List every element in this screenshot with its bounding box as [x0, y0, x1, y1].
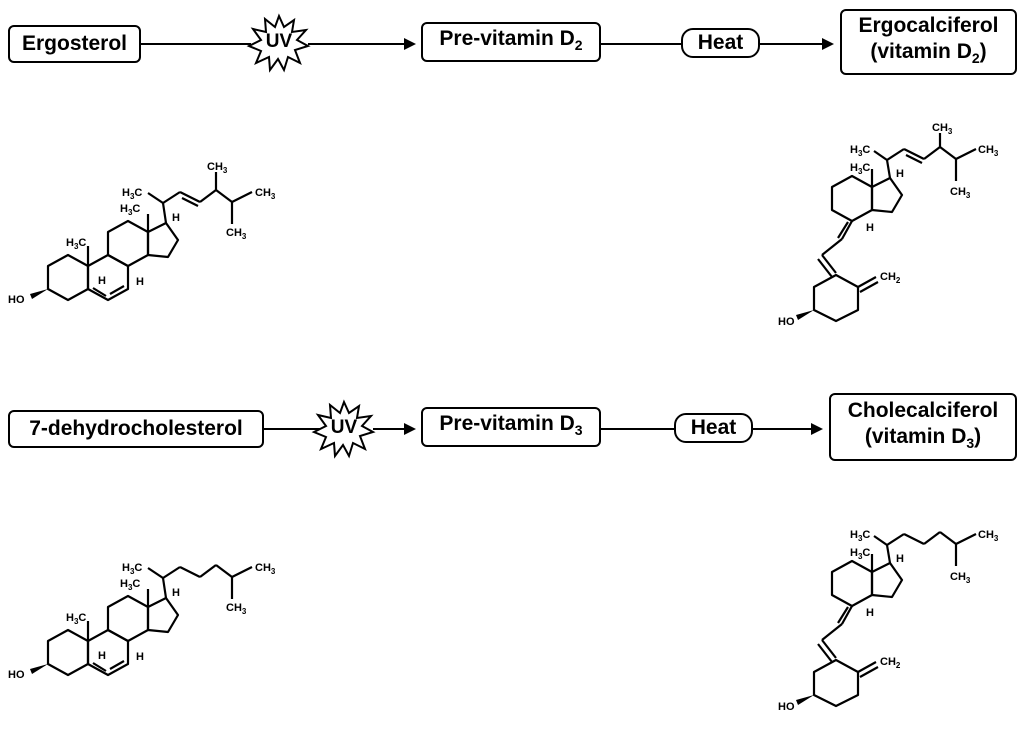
- hydrogen-label: H: [136, 651, 144, 663]
- hydrogen-label: H: [98, 275, 106, 287]
- dehydrocholesterol-label: 7-dehydrocholesterol: [29, 417, 243, 440]
- methyl-label: H3C: [850, 547, 870, 561]
- connector-line: [601, 428, 676, 430]
- methyl-label: CH3: [226, 227, 247, 241]
- arrow-head: [822, 38, 834, 50]
- methyl-label: H3C: [122, 562, 142, 576]
- uv-starburst-d2: [246, 13, 311, 73]
- methyl-label: H3C: [850, 144, 870, 158]
- hydroxyl-label: HO: [778, 316, 795, 328]
- dehydrocholesterol-box: 7-dehydrocholesterol: [8, 410, 264, 448]
- methyl-label: H3C: [120, 578, 140, 592]
- heat-label-d3: Heat: [690, 416, 737, 439]
- ergosterol-box: Ergosterol: [8, 25, 141, 63]
- hydroxyl-label: HO: [8, 669, 25, 681]
- ergosterol-structure: HO H H H H3C H3C H3C CH3 CH3 CH3: [8, 161, 276, 306]
- methyl-label: H3C: [850, 529, 870, 543]
- arrow-head: [404, 38, 416, 50]
- connector-line: [760, 43, 824, 45]
- methyl-label: CH3: [978, 144, 999, 158]
- cholecalciferol-structure: HO H H H3C H3C CH3 CH3 CH2: [778, 529, 999, 713]
- methyl-label: CH3: [226, 602, 247, 616]
- ergocalciferol-structure: HO H H H3C H3C CH3 CH3 CH3 CH2: [778, 122, 999, 328]
- previtamin-d2-label: Pre-vitamin D2: [439, 26, 583, 54]
- methylene-label: CH2: [880, 271, 901, 285]
- vitamin-d3-label: (vitamin D3): [864, 424, 982, 452]
- uv-label-d2: UV: [265, 31, 293, 52]
- hydrogen-label: H: [866, 607, 874, 619]
- uv-starburst-d3: [311, 399, 376, 459]
- methyl-label: H3C: [66, 612, 86, 626]
- connector-line: [264, 428, 320, 430]
- ergosterol-label: Ergosterol: [21, 32, 128, 55]
- methyl-label: CH3: [255, 187, 276, 201]
- hydrogen-label: H: [896, 553, 904, 565]
- methyl-label: H3C: [122, 187, 142, 201]
- hydroxyl-label: HO: [778, 701, 795, 713]
- ergocalciferol-label: Ergocalciferol: [858, 13, 999, 37]
- cholecalciferol-label: Cholecalciferol: [847, 398, 999, 422]
- hydrogen-label: H: [896, 168, 904, 180]
- arrow-head: [404, 423, 416, 435]
- arrow-head: [811, 423, 823, 435]
- methyl-label: CH3: [255, 562, 276, 576]
- hydrogen-label: H: [172, 212, 180, 224]
- cholecalciferol-box: Cholecalciferol (vitamin D3): [829, 393, 1017, 461]
- methyl-label: CH3: [207, 161, 228, 175]
- dehydrocholesterol-structure: HO H H H H3C H3C H3C CH3 CH3: [8, 562, 276, 681]
- methyl-label: CH3: [950, 571, 971, 585]
- heat-box-d3: Heat: [674, 413, 753, 443]
- hydrogen-label: H: [98, 650, 106, 662]
- connector-line: [373, 428, 406, 430]
- previtamin-d3-label: Pre-vitamin D3: [439, 411, 583, 439]
- hydrogen-label: H: [136, 276, 144, 288]
- hydroxyl-label: HO: [8, 294, 25, 306]
- methyl-label: CH3: [932, 122, 953, 136]
- connector-line: [601, 43, 683, 45]
- methyl-label: H3C: [850, 162, 870, 176]
- previtamin-d2-box: Pre-vitamin D2: [421, 22, 601, 62]
- connector-line: [308, 43, 406, 45]
- vitamin-d2-label: (vitamin D2): [870, 39, 987, 67]
- previtamin-d3-box: Pre-vitamin D3: [421, 407, 601, 447]
- hydrogen-label: H: [866, 222, 874, 234]
- heat-label-d2: Heat: [697, 31, 744, 54]
- heat-box-d2: Heat: [681, 28, 760, 58]
- ergocalciferol-box: Ergocalciferol (vitamin D2): [840, 9, 1017, 75]
- methyl-label: H3C: [120, 203, 140, 217]
- hydrogen-label: H: [172, 587, 180, 599]
- methyl-label: CH3: [978, 529, 999, 543]
- connector-line: [753, 428, 813, 430]
- uv-label-d3: UV: [330, 417, 358, 438]
- methyl-label: CH3: [950, 186, 971, 200]
- connector-line: [141, 43, 251, 45]
- methylene-label: CH2: [880, 656, 901, 670]
- methyl-label: H3C: [66, 237, 86, 251]
